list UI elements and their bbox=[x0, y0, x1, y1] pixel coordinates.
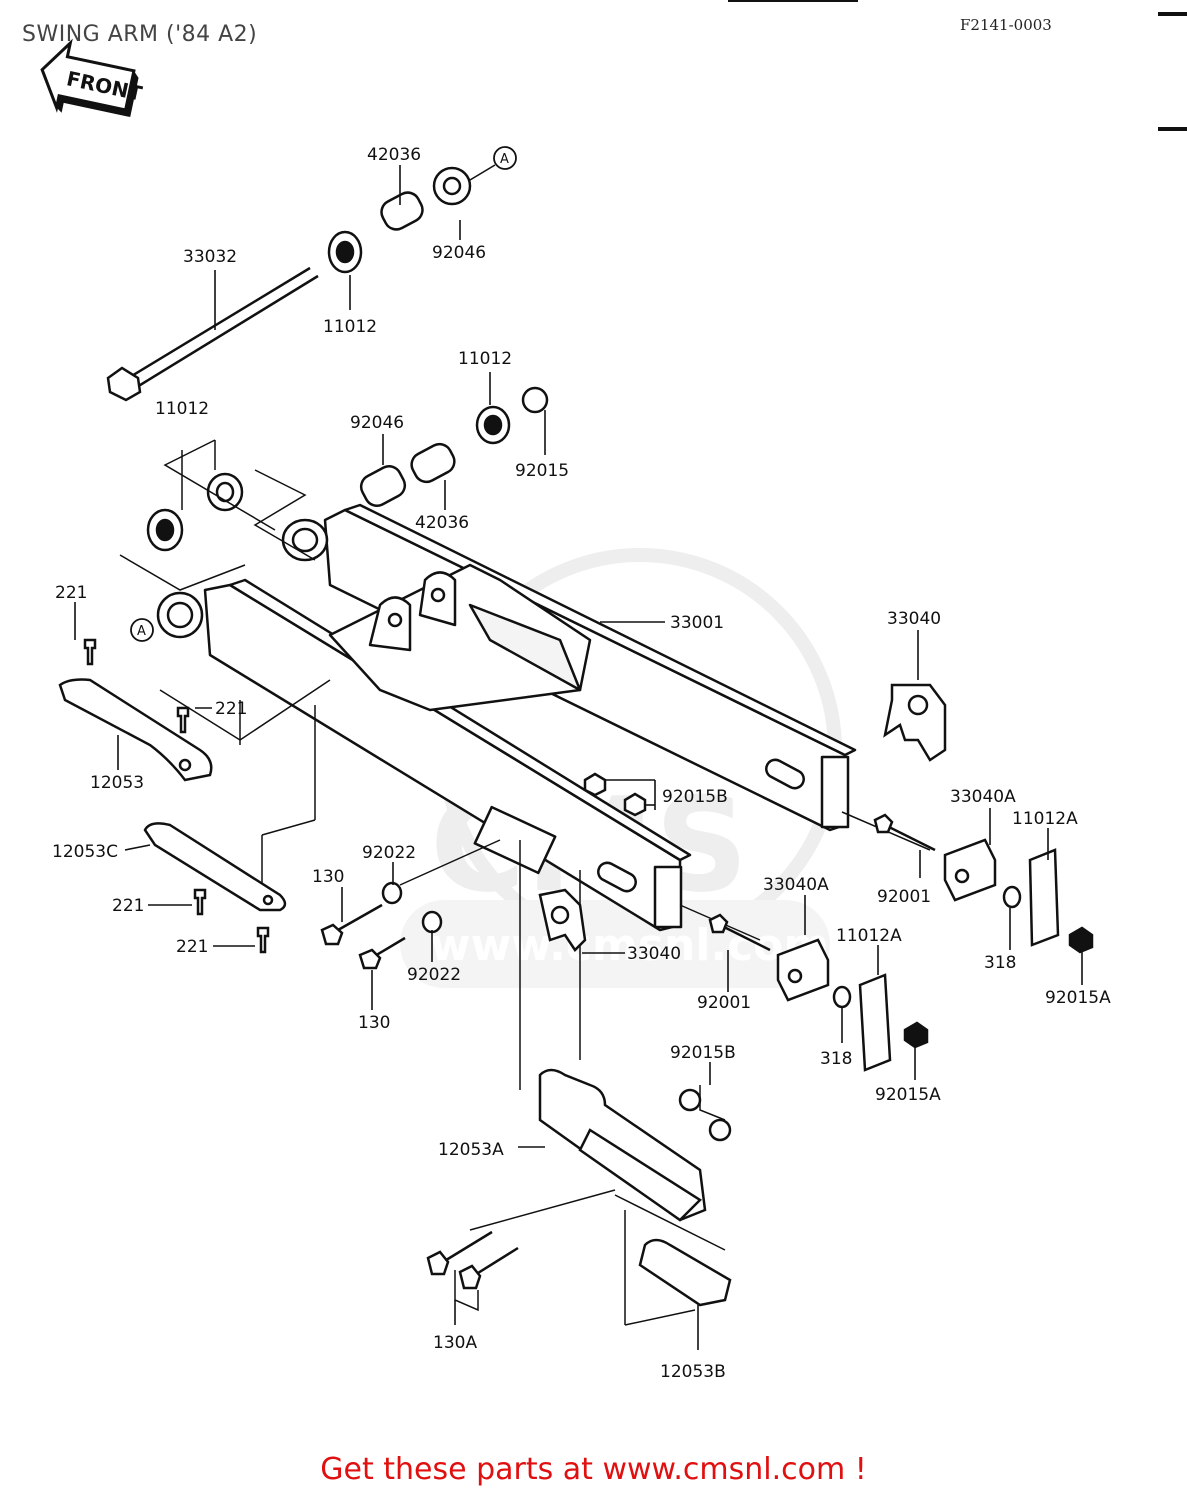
part-label-130a: 130A bbox=[433, 1333, 477, 1353]
part-label-11012: 11012 bbox=[323, 317, 377, 337]
part-label-11012a: 11012A bbox=[836, 926, 902, 946]
part-label-12053: 12053 bbox=[90, 773, 144, 793]
part-label-92022: 92022 bbox=[407, 965, 461, 985]
part-labels: 42036 92046 33032 11012 11012 11012 9204… bbox=[52, 145, 1111, 1382]
part-label-92015a: 92015A bbox=[875, 1085, 941, 1105]
part-label-130: 130 bbox=[312, 867, 344, 887]
pivot-shaft-33032 bbox=[106, 266, 319, 402]
part-label-92015a: 92015A bbox=[1045, 988, 1111, 1008]
callout-a-top-label: A bbox=[500, 152, 509, 167]
edge-mark-top bbox=[1158, 12, 1187, 16]
part-label-92015b: 92015B bbox=[662, 787, 728, 807]
callout-a-left: A bbox=[130, 618, 154, 642]
chain-adjusters bbox=[538, 683, 1094, 1072]
part-label-33040a: 33040A bbox=[763, 875, 829, 895]
part-label-11012: 11012 bbox=[155, 399, 209, 419]
part-label-42036: 42036 bbox=[415, 513, 469, 533]
callout-a-left-label: A bbox=[137, 624, 146, 639]
part-label-221: 221 bbox=[55, 583, 87, 603]
part-label-92046: 92046 bbox=[432, 243, 486, 263]
swing-arm-33001 bbox=[156, 503, 857, 932]
part-label-33040: 33040 bbox=[887, 609, 941, 629]
diagram-reference-code: F2141-0003 bbox=[960, 16, 1052, 34]
callout-a-top: A bbox=[493, 146, 517, 170]
part-label-221: 221 bbox=[215, 699, 247, 719]
part-label-221: 221 bbox=[112, 896, 144, 916]
part-label-92001: 92001 bbox=[697, 993, 751, 1013]
part-label-12053c: 12053C bbox=[52, 842, 118, 862]
chain-guide-assembly bbox=[426, 1068, 732, 1307]
part-label-33001: 33001 bbox=[670, 613, 724, 633]
chain-slider-brackets bbox=[58, 638, 287, 954]
part-label-318: 318 bbox=[984, 953, 1016, 973]
mid-bushings bbox=[146, 386, 549, 552]
front-direction-badge: FRONT bbox=[40, 38, 145, 118]
part-label-92022: 92022 bbox=[362, 843, 416, 863]
part-label-33040a: 33040A bbox=[950, 787, 1016, 807]
part-label-92015b: 92015B bbox=[670, 1043, 736, 1063]
part-label-12053b: 12053B bbox=[660, 1362, 726, 1382]
part-label-92015: 92015 bbox=[515, 461, 569, 481]
part-label-42036: 42036 bbox=[367, 145, 421, 165]
part-label-92046: 92046 bbox=[350, 413, 404, 433]
part-label-318: 318 bbox=[820, 1049, 852, 1069]
part-label-92001: 92001 bbox=[877, 887, 931, 907]
part-label-11012a: 11012A bbox=[1012, 809, 1078, 829]
top-rule bbox=[728, 0, 858, 2]
part-label-11012: 11012 bbox=[458, 349, 512, 369]
part-label-33032: 33032 bbox=[183, 247, 237, 267]
edge-mark-bottom bbox=[1158, 127, 1187, 131]
part-label-12053a: 12053A bbox=[438, 1140, 504, 1160]
part-label-33040: 33040 bbox=[627, 944, 681, 964]
page-title: SWING ARM ('84 A2) bbox=[22, 22, 258, 47]
parts-shop-link[interactable]: Get these parts at www.cmsnl.com ! bbox=[320, 1452, 867, 1487]
part-label-221: 221 bbox=[176, 937, 208, 957]
part-label-130: 130 bbox=[358, 1013, 390, 1033]
assembly-guide-lines bbox=[119, 439, 931, 1326]
leader-lines bbox=[74, 164, 1083, 1350]
fasteners-130 bbox=[320, 881, 443, 970]
top-bushings bbox=[327, 166, 472, 274]
